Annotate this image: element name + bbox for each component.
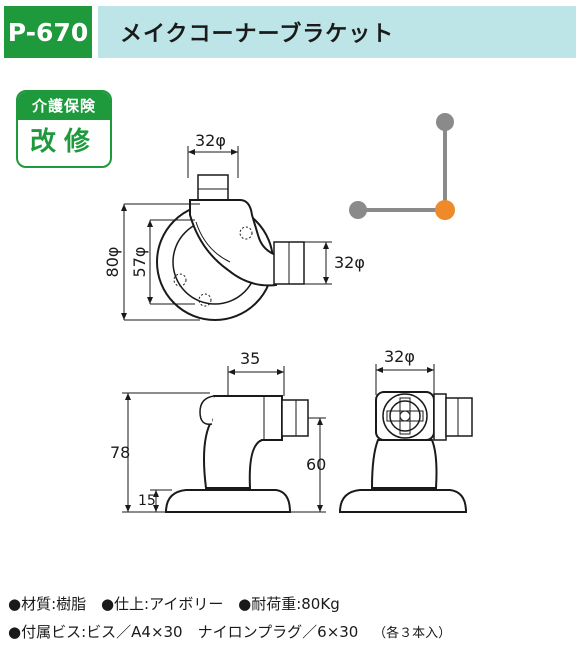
corner-joint-icon bbox=[349, 113, 455, 220]
spec-material: ●材質:樹脂 bbox=[8, 595, 87, 613]
spec-finish: ●仕上:アイボリー bbox=[100, 595, 224, 613]
spec-accessories: ●付属ビス:ビス／A4×30 ナイロンプラグ／6×30 bbox=[8, 623, 359, 641]
height-center-label: 60 bbox=[306, 455, 326, 474]
inner-diameter-label: 57φ bbox=[130, 247, 149, 278]
base-height-label: 15 bbox=[138, 493, 156, 509]
badge-top-label: 介護保険 bbox=[18, 92, 110, 120]
front-view bbox=[338, 364, 473, 513]
front-diameter-label: 32φ bbox=[384, 347, 415, 366]
outer-diameter-label: 80φ bbox=[103, 247, 122, 278]
product-title: メイクコーナーブラケット bbox=[120, 22, 395, 47]
product-code: P-670 bbox=[4, 6, 92, 58]
spec-load: ●耐荷重:80Kg bbox=[238, 595, 340, 613]
header: P-670 メイクコーナーブラケット bbox=[0, 0, 580, 62]
care-insurance-badge: 介護保険 改修 bbox=[16, 90, 112, 168]
technical-drawing: 32φ 80φ 57φ 32φ bbox=[103, 113, 473, 513]
side-diameter-label: 32φ bbox=[334, 253, 365, 272]
badge-bottom-label: 改修 bbox=[29, 127, 98, 157]
height-total-label: 78 bbox=[110, 443, 130, 462]
spec-quantity-note: （各３本入） bbox=[373, 626, 452, 641]
top-diameter-label: 32φ bbox=[195, 131, 226, 150]
spec-line-2: ●付属ビス:ビス／A4×30 ナイロンプラグ／6×30 （各３本入） bbox=[8, 618, 578, 646]
spec-line-1: ●材質:樹脂 ●仕上:アイボリー ●耐荷重:80Kg bbox=[8, 590, 578, 618]
specifications: ●材質:樹脂 ●仕上:アイボリー ●耐荷重:80Kg ●付属ビス:ビス／A4×3… bbox=[8, 590, 578, 646]
width-label: 35 bbox=[240, 349, 260, 368]
side-view bbox=[122, 366, 326, 513]
title-bar: メイクコーナーブラケット bbox=[98, 6, 576, 58]
top-view bbox=[121, 146, 332, 321]
